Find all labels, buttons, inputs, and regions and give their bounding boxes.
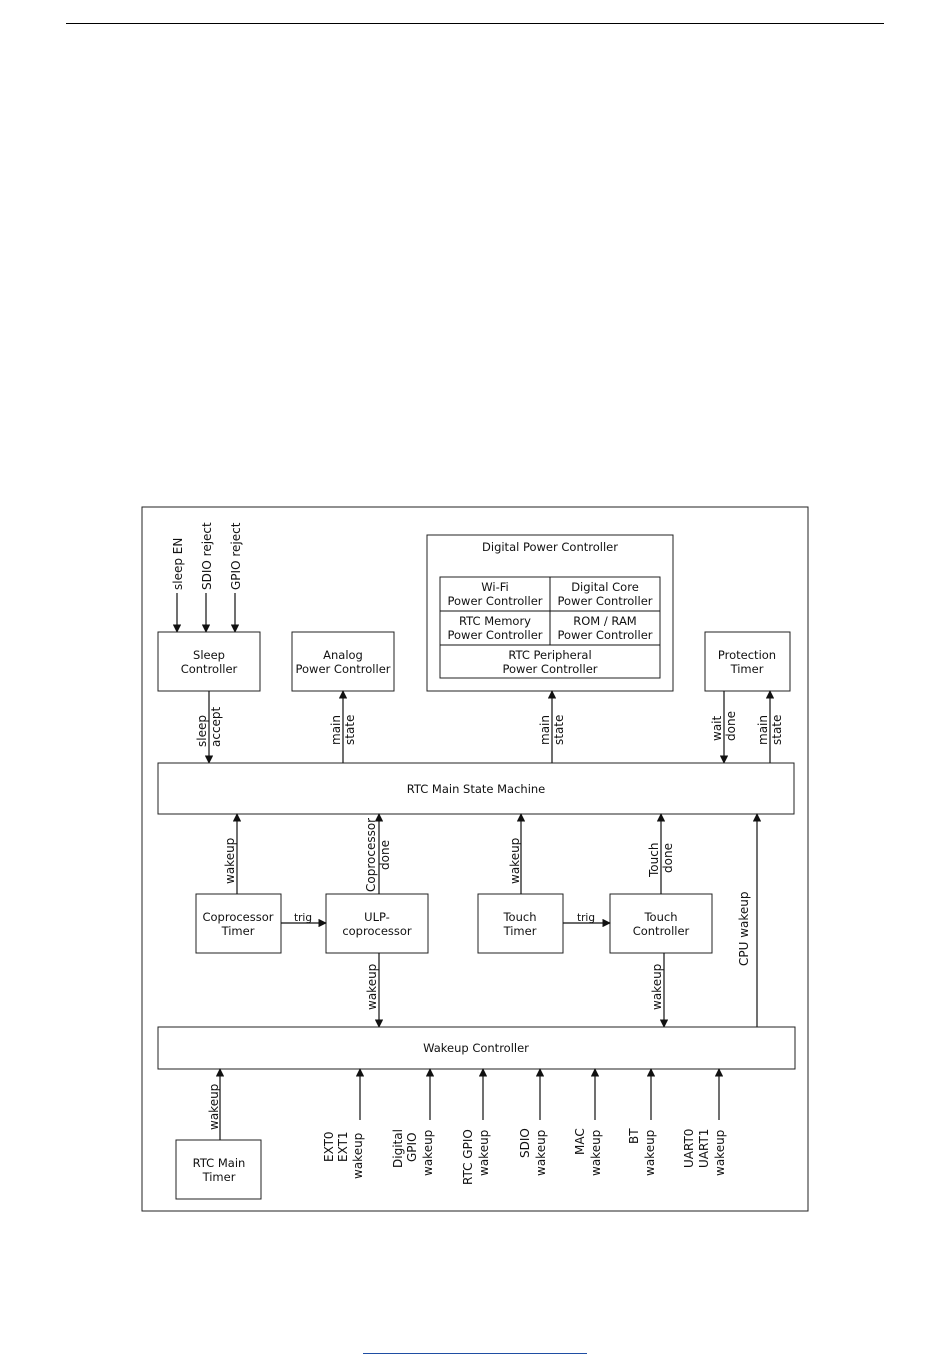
signal-wakeup-rtc-main-timer: wakeup — [207, 1084, 221, 1130]
touch-controller-block: Touch Controller — [609, 893, 713, 954]
protection-timer-line2: Timer — [730, 662, 764, 676]
touch-controller-line2: Controller — [633, 924, 690, 938]
signal-uart0: UART0 — [682, 1129, 696, 1168]
rom-ram-pc-line2: Power Controller — [558, 628, 653, 642]
signal-ext0: EXT0 — [322, 1131, 336, 1162]
coprocessor-timer-line2: Timer — [221, 924, 255, 938]
signal-bt: BT — [627, 1128, 641, 1144]
rom-ram-pc-line1: ROM / RAM — [573, 614, 636, 628]
rtc-main-state-machine-label: RTC Main State Machine — [407, 782, 546, 796]
signal-trig-touch: trig — [577, 912, 595, 924]
signal-wait-done-2: done — [724, 711, 738, 741]
digital-core-pc-line1: Digital Core — [571, 580, 639, 594]
rtc-main-timer-line1: RTC Main — [193, 1156, 246, 1170]
signal-main-state-c1: main — [756, 715, 770, 745]
signal-mac-wakeup: wakeup — [589, 1130, 603, 1176]
signal-wakeup-touch-timer: wakeup — [508, 838, 522, 884]
signal-gpio: GPIO — [405, 1132, 419, 1162]
ulp-coprocessor-line1: ULP- — [364, 910, 390, 924]
signal-sleep-accept-1: sleep — [195, 715, 209, 747]
digital-core-pc-line2: Power Controller — [558, 594, 653, 608]
rtc-main-timer-line2: Timer — [202, 1170, 236, 1184]
signal-sleep-en: sleep EN — [171, 538, 185, 590]
signal-main-state-b2: state — [552, 715, 566, 745]
rtc-peripheral-pc-line1: RTC Peripheral — [508, 648, 591, 662]
signal-coprocessor-done-2: done — [378, 840, 392, 870]
signal-main-state-c2: state — [770, 715, 784, 745]
sleep-inputs: sleep EN SDIO reject GPIO reject — [171, 522, 243, 633]
signal-sdio: SDIO — [518, 1128, 532, 1158]
wakeup-controller-block: Wakeup Controller — [157, 1026, 796, 1070]
signal-sleep-accept-2: accept — [209, 706, 223, 747]
signal-gpio-reject: GPIO reject — [229, 522, 243, 590]
signal-touch-done-2: done — [661, 843, 675, 873]
signal-wakeup-touch-controller: wakeup — [650, 964, 664, 1010]
signal-wait-done-1: wait — [710, 715, 724, 741]
coprocessor-timer-line1: Coprocessor — [202, 910, 273, 924]
signal-digital-gpio-wakeup: wakeup — [421, 1130, 435, 1176]
wakeup-controller-label: Wakeup Controller — [423, 1041, 529, 1055]
touch-controller-line1: Touch — [643, 910, 677, 924]
signal-main-state-a2: state — [343, 715, 357, 745]
signal-cpu-wakeup: CPU wakeup — [737, 891, 751, 966]
wifi-pc-line2: Power Controller — [448, 594, 543, 608]
ulp-coprocessor-block: ULP- coprocessor — [325, 893, 429, 954]
signal-main-state-b1: main — [538, 715, 552, 745]
analog-pc-line1: Analog — [323, 648, 363, 662]
rtc-memory-pc-line1: RTC Memory — [459, 614, 531, 628]
signal-rtc-gpio-wakeup: wakeup — [477, 1130, 491, 1176]
middle-connectors: wakeup Coprocessor done trig trig wakeup… — [223, 813, 762, 1028]
signal-uart1: UART1 — [697, 1129, 711, 1168]
analog-pc-line2: Power Controller — [296, 662, 391, 676]
header-rule — [66, 23, 884, 24]
signal-wakeup-ulp: wakeup — [365, 964, 379, 1010]
signal-bt-wakeup: wakeup — [643, 1130, 657, 1176]
signal-coprocessor-done-1: Coprocessor — [364, 818, 378, 892]
sleep-controller-line1: Sleep — [193, 648, 225, 662]
footer-link-rule — [363, 1353, 587, 1354]
signal-main-state-a1: main — [329, 715, 343, 745]
ulp-coprocessor-line2: coprocessor — [342, 924, 412, 938]
protection-timer-block: Protection Timer — [704, 631, 791, 692]
touch-timer-line2: Timer — [503, 924, 537, 938]
rtc-peripheral-pc-line2: Power Controller — [503, 662, 598, 676]
signal-rtc-gpio: RTC GPIO — [461, 1129, 475, 1185]
signal-mac: MAC — [573, 1128, 587, 1155]
wifi-pc-line1: Wi-Fi — [481, 580, 508, 594]
wakeup-sources: wakeup EXT0 EXT1 wakeup Digital GPIO wak… — [207, 1068, 727, 1185]
signal-ext-wakeup: wakeup — [351, 1133, 365, 1179]
signal-uart-wakeup: wakeup — [713, 1130, 727, 1176]
signal-trig-coproc: trig — [294, 912, 312, 924]
signal-digital: Digital — [391, 1129, 405, 1168]
signal-ext1: EXT1 — [336, 1131, 350, 1162]
coprocessor-timer-block: Coprocessor Timer — [195, 893, 282, 954]
sleep-controller-block: Sleep Controller — [157, 631, 261, 692]
protection-timer-line1: Protection — [718, 648, 776, 662]
rtc-memory-pc-line2: Power Controller — [448, 628, 543, 642]
signal-touch-done-1: Touch — [647, 843, 661, 878]
sleep-controller-line2: Controller — [181, 662, 238, 676]
rtc-main-state-machine-block: RTC Main State Machine — [157, 762, 795, 815]
analog-power-controller-block: Analog Power Controller — [291, 631, 395, 692]
rtc-main-timer-block: RTC Main Timer — [175, 1139, 262, 1200]
top-connectors: sleep accept main state main state wait … — [195, 690, 784, 764]
touch-timer-block: Touch Timer — [477, 893, 564, 954]
signal-sdio-wakeup: wakeup — [534, 1130, 548, 1176]
signal-wakeup-coproc-timer: wakeup — [223, 838, 237, 884]
digital-pc-title: Digital Power Controller — [482, 540, 618, 554]
touch-timer-line1: Touch — [502, 910, 536, 924]
digital-power-controller-block: Digital Power Controller Wi-Fi Power Con… — [426, 534, 674, 692]
signal-sdio-reject: SDIO reject — [200, 522, 214, 590]
